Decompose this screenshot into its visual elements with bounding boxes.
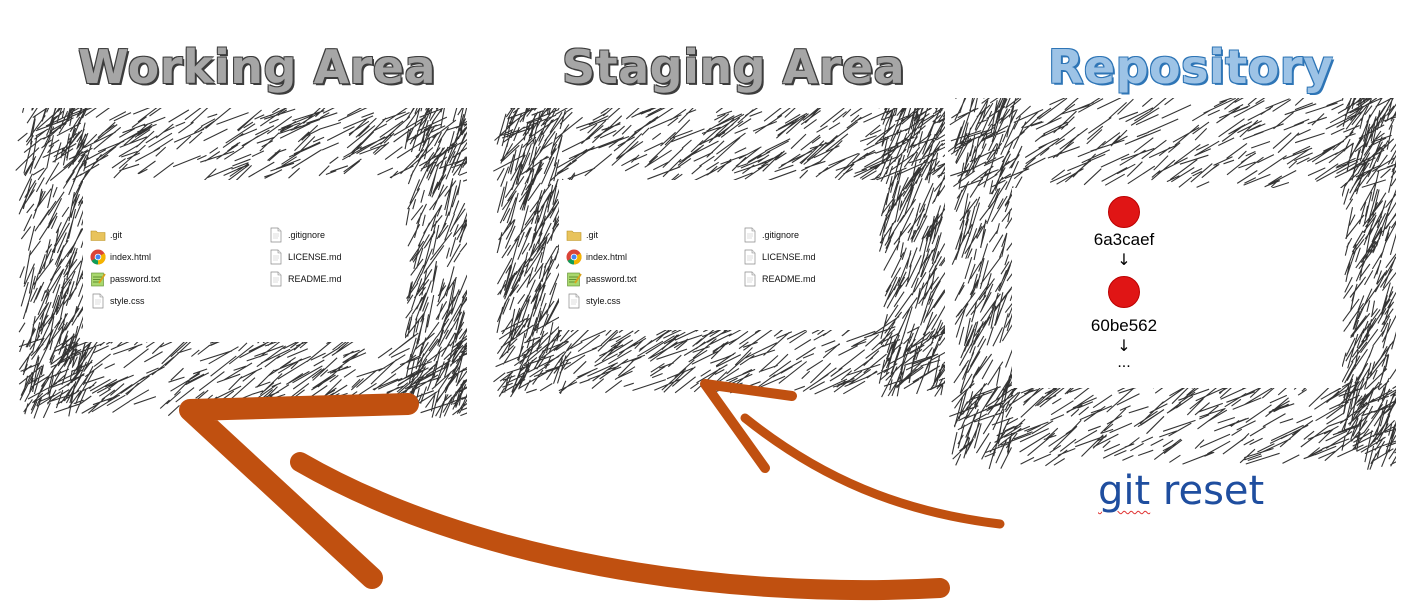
- file-item[interactable]: style.css: [90, 290, 161, 312]
- file-name: .gitignore: [288, 230, 326, 240]
- notepad-icon: [566, 271, 582, 287]
- file-column-left: .git index.html password.txt style.css: [566, 224, 637, 312]
- file-column-left: .git index.html password.txt style.css: [90, 224, 161, 312]
- file-name: .git: [110, 230, 123, 240]
- commit-hash-label: 60be562: [1090, 316, 1158, 335]
- commit-node: [1106, 276, 1142, 308]
- file-name: style.css: [110, 296, 145, 306]
- file-item[interactable]: password.txt: [566, 268, 637, 290]
- hatch-strokes: [493, 108, 945, 398]
- reset-arrow-head-working: [179, 393, 419, 589]
- document-icon: [90, 293, 106, 309]
- file-name: style.css: [586, 296, 621, 306]
- commit-node: [1106, 196, 1142, 228]
- file-name: LICENSE.md: [762, 252, 816, 262]
- file-name: .gitignore: [762, 230, 800, 240]
- document-icon: [742, 249, 758, 265]
- file-item[interactable]: LICENSE.md: [742, 246, 816, 268]
- file-name: README.md: [288, 274, 342, 284]
- file-name: index.html: [586, 252, 628, 262]
- working-area-panel: .git index.html password.txt style.css .git…: [15, 108, 467, 420]
- folder-icon: [90, 227, 106, 243]
- chrome-icon: [90, 249, 106, 265]
- staging-area-title: Staging Area: [562, 40, 906, 94]
- command-word-reset: reset: [1162, 468, 1265, 514]
- down-arrow-icon: ↓: [1117, 250, 1131, 269]
- down-arrow-icon: ↓: [1117, 336, 1131, 355]
- repository-panel: 6a3caef ↓ 60be562 ↓ ...: [948, 98, 1396, 470]
- document-icon: [268, 227, 284, 243]
- chrome-icon: [566, 249, 582, 265]
- file-item[interactable]: password.txt: [90, 268, 161, 290]
- file-item[interactable]: index.html: [566, 246, 637, 268]
- notepad-icon: [90, 271, 106, 287]
- file-item[interactable]: README.md: [742, 268, 816, 290]
- file-item[interactable]: .git: [566, 224, 637, 246]
- file-item[interactable]: .gitignore: [268, 224, 342, 246]
- document-icon: [268, 249, 284, 265]
- document-icon: [566, 293, 582, 309]
- file-name: LICENSE.md: [288, 252, 342, 262]
- file-item[interactable]: .gitignore: [742, 224, 816, 246]
- file-item[interactable]: README.md: [268, 268, 342, 290]
- document-icon: [742, 271, 758, 287]
- repository-title: Repository: [1048, 40, 1334, 94]
- document-icon: [742, 227, 758, 243]
- file-name: password.txt: [110, 274, 161, 284]
- file-name: index.html: [110, 252, 152, 262]
- file-name: password.txt: [586, 274, 637, 284]
- file-name: .git: [586, 230, 599, 240]
- folder-icon: [566, 227, 582, 243]
- command-word-git: git: [1098, 468, 1151, 514]
- staging-area-file-list: .git index.html password.txt style.css .git…: [559, 180, 877, 330]
- staging-area-scribble-frame: [493, 108, 945, 398]
- file-item[interactable]: style.css: [566, 290, 637, 312]
- git-reset-command: git reset: [1098, 468, 1264, 514]
- document-icon: [268, 271, 284, 287]
- commit-hash-label: 6a3caef: [1093, 230, 1155, 249]
- reset-arrow-to-working-area: [290, 452, 950, 601]
- file-item[interactable]: LICENSE.md: [268, 246, 342, 268]
- more-commits-ellipsis: ...: [1117, 354, 1131, 371]
- file-item[interactable]: index.html: [90, 246, 161, 268]
- repository-commit-list: 6a3caef ↓ 60be562 ↓ ...: [1012, 188, 1342, 388]
- file-item[interactable]: .git: [90, 224, 161, 246]
- file-name: README.md: [762, 274, 816, 284]
- staging-area-panel: .git index.html password.txt style.css .git…: [493, 108, 945, 398]
- working-area-file-list: .git index.html password.txt style.css .git…: [83, 180, 405, 342]
- working-area-title: Working Area: [78, 40, 436, 94]
